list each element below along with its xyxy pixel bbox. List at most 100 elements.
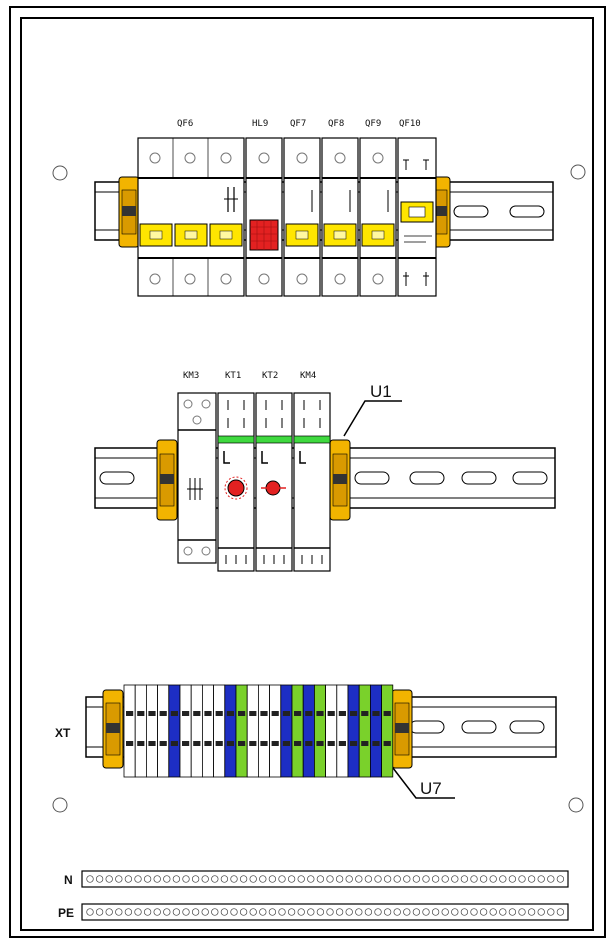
busbar-screw — [393, 908, 401, 916]
busbar-screw — [95, 875, 104, 883]
terminal — [145, 684, 158, 778]
terminal — [269, 684, 282, 778]
busbar-screw — [556, 875, 565, 883]
busbar-screw — [220, 875, 229, 883]
row1-breakers: QF6 HL9 QF7 QF8 QF9 QF10 — [94, 119, 554, 297]
busbar-pe-label: PE — [58, 906, 74, 920]
mounting-hole-top-left — [52, 165, 68, 181]
terminal — [347, 684, 360, 778]
label-hl9: HL9 — [252, 119, 268, 129]
breaker-qf7 — [283, 137, 321, 297]
busbar-screw — [374, 908, 382, 916]
busbar-screw — [422, 908, 430, 916]
busbar-screw — [163, 875, 171, 883]
busbar-screw — [527, 908, 536, 916]
busbar-screw — [249, 875, 257, 883]
busbar-screw — [441, 875, 449, 883]
busbar-screw — [499, 908, 507, 916]
busbar-screw — [86, 875, 94, 883]
busbar-screw — [451, 908, 459, 916]
timer-relay-kt2 — [255, 392, 293, 572]
terminal-strip — [123, 684, 394, 778]
terminal — [235, 684, 248, 778]
busbar-screw — [278, 875, 286, 883]
busbar-screw — [556, 908, 565, 916]
busbar-screw — [307, 875, 315, 883]
busbar-screw — [345, 908, 353, 916]
busbar-pe: PE — [58, 903, 569, 921]
terminal — [168, 684, 181, 778]
breaker-qf9 — [359, 137, 397, 297]
callout-u1-label: U1 — [370, 382, 392, 401]
busbar-screw — [383, 875, 392, 883]
busbar-screw — [547, 875, 555, 883]
busbar-screw — [153, 908, 161, 916]
kt1-timer-dial — [227, 479, 245, 497]
busbar-screw — [278, 908, 286, 916]
busbar-screw — [115, 908, 123, 916]
busbar-screw — [489, 908, 497, 916]
busbar-screw — [268, 908, 277, 916]
busbar-screw — [499, 875, 507, 883]
busbar-n: N — [64, 870, 569, 888]
terminal — [179, 684, 192, 778]
busbar-screw — [335, 908, 344, 916]
breaker-qf8 — [321, 137, 359, 297]
busbar-screw — [355, 875, 363, 883]
terminal — [369, 684, 382, 778]
busbar-screw — [441, 908, 449, 916]
relay-km4 — [293, 392, 331, 572]
timer-relay-kt1 — [217, 392, 255, 572]
busbar-screw — [470, 875, 478, 883]
indicator-lamp-hl9 — [245, 137, 283, 297]
busbar-screw — [460, 908, 469, 916]
busbar-screw — [374, 875, 382, 883]
busbar-screw — [412, 875, 421, 883]
busbar-screw — [211, 908, 219, 916]
label-km3: KM3 — [183, 371, 199, 381]
busbar-screw — [355, 908, 363, 916]
busbar-screw — [403, 908, 411, 916]
busbar-screw — [182, 875, 190, 883]
terminal — [381, 684, 394, 778]
busbar-screw — [287, 875, 296, 883]
end-stop-2-left — [156, 439, 178, 521]
label-km4: KM4 — [300, 371, 316, 381]
terminal — [313, 684, 326, 778]
busbar-screw — [470, 908, 478, 916]
callout-u1: U1 — [343, 382, 402, 437]
busbar-screw — [239, 908, 248, 916]
busbar-screw — [95, 908, 104, 916]
label-qf9: QF9 — [365, 119, 381, 129]
terminal — [302, 684, 315, 778]
busbar-screw — [297, 908, 305, 916]
terminal — [246, 684, 259, 778]
busbar-screw — [249, 908, 257, 916]
terminal — [123, 684, 136, 778]
label-kt2: KT2 — [262, 371, 278, 381]
busbar-screw — [105, 875, 113, 883]
busbar-screw — [297, 875, 305, 883]
busbar-screw — [489, 875, 497, 883]
busbar-screw — [431, 875, 440, 883]
busbar-screw — [393, 875, 401, 883]
busbar-screw — [268, 875, 277, 883]
busbar-screw — [143, 908, 152, 916]
busbar-screw — [364, 875, 373, 883]
row3-terminal-block: XT U7 — [55, 684, 557, 799]
busbar-screw — [479, 908, 488, 916]
busbar-screw — [316, 908, 325, 916]
busbar-screw — [172, 875, 181, 883]
busbar-screw — [172, 908, 181, 916]
busbar-screw — [307, 908, 315, 916]
busbar-screw — [124, 875, 133, 883]
busbar-screw — [479, 875, 488, 883]
end-stop-2-right — [329, 439, 351, 521]
label-qf8: QF8 — [328, 119, 344, 129]
busbar-screw — [537, 875, 545, 883]
busbar-screw — [153, 875, 161, 883]
mounting-hole-bottom-right — [568, 797, 584, 813]
busbar-screw — [230, 875, 238, 883]
busbar-screw — [230, 908, 238, 916]
busbar-n-label: N — [64, 873, 73, 887]
